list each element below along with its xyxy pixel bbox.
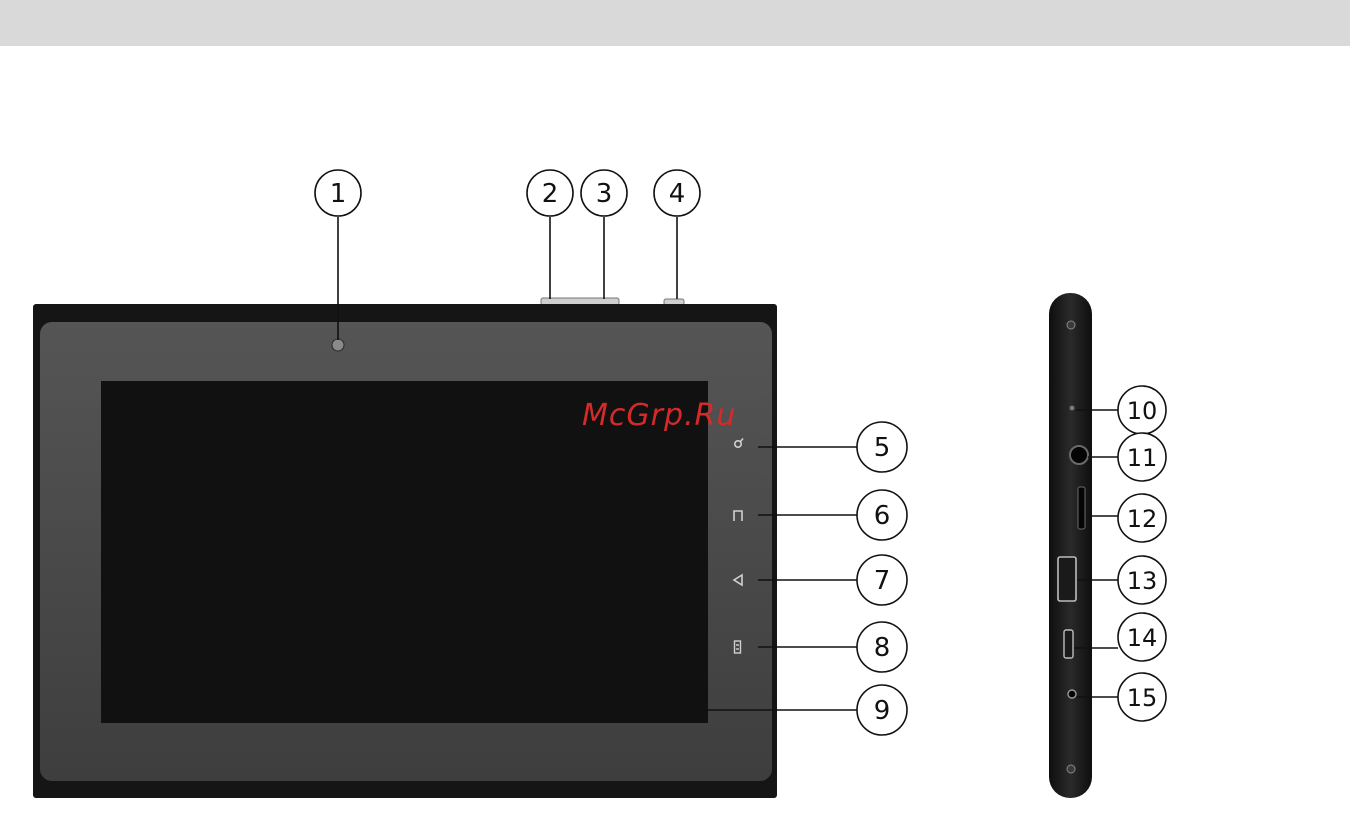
callout-12: 12 (1118, 494, 1166, 542)
callout-14: 14 (1118, 613, 1166, 661)
callout-6-label: 6 (874, 501, 891, 531)
callout-2-label: 2 (542, 179, 559, 209)
side-headphone-jack (1070, 446, 1088, 464)
callout-13: 13 (1118, 556, 1166, 604)
watermark-text: McGrp.Ru (582, 398, 736, 433)
callout-10: 10 (1118, 386, 1166, 434)
callout-15: 15 (1118, 673, 1166, 721)
side-dc-port (1068, 690, 1076, 698)
side-hdmi-port (1058, 557, 1076, 601)
side-card-slot (1078, 487, 1085, 529)
callout-3: 3 (581, 170, 627, 216)
callout-11-label: 11 (1127, 444, 1158, 472)
side-screw-top (1067, 321, 1075, 329)
side-microphone-hole (1070, 406, 1075, 411)
top-button-volume (541, 298, 619, 305)
callout-4-label: 4 (669, 179, 686, 209)
callout-5: 5 (857, 422, 907, 472)
callout-7: 7 (857, 555, 907, 605)
callout-7-label: 7 (874, 566, 891, 596)
side-screw-bottom (1067, 765, 1075, 773)
callout-14-label: 14 (1127, 624, 1158, 652)
callout-1-label: 1 (330, 179, 347, 209)
callout-11: 11 (1118, 433, 1166, 481)
callout-12-label: 12 (1127, 505, 1158, 533)
callout-8: 8 (857, 622, 907, 672)
callout-9-label: 9 (874, 696, 891, 726)
callout-3-label: 3 (596, 179, 613, 209)
tablet-side-view (1049, 293, 1092, 798)
side-usb-port (1064, 630, 1073, 658)
callout-4: 4 (654, 170, 700, 216)
callout-1: 1 (315, 170, 361, 216)
callout-13-label: 13 (1127, 567, 1158, 595)
callout-9: 9 (857, 685, 907, 735)
front-camera (332, 339, 344, 351)
tablet-front-view (33, 298, 777, 798)
callout-2: 2 (527, 170, 573, 216)
callout-10-label: 10 (1127, 397, 1158, 425)
callout-8-label: 8 (874, 633, 891, 663)
callout-5-label: 5 (874, 433, 891, 463)
callout-15-label: 15 (1127, 684, 1158, 712)
tablet-side-body (1049, 293, 1092, 798)
callout-6: 6 (857, 490, 907, 540)
